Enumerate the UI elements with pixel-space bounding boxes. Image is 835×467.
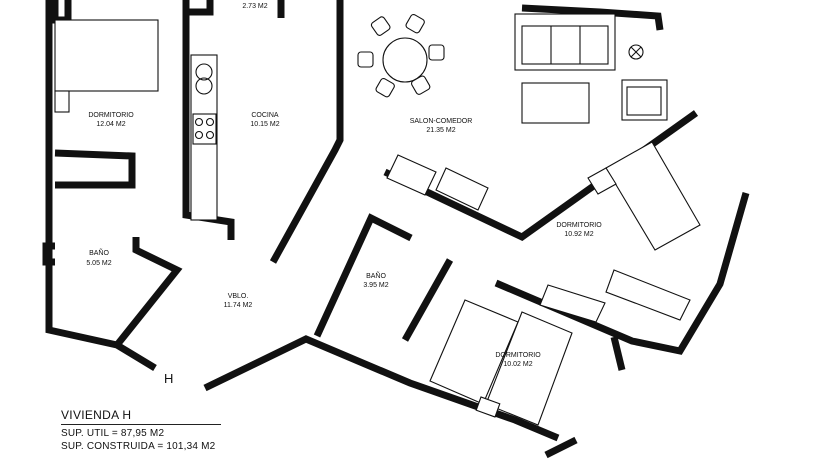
wardrobe-1 <box>539 284 606 323</box>
sofa <box>514 13 616 71</box>
legend-sup-util: SUP. UTIL = 87,95 M2 <box>61 428 165 439</box>
bano1-door-jamb <box>42 242 55 266</box>
chair-5 <box>375 77 395 98</box>
dormitorio1-name: DORMITORIO <box>88 112 134 119</box>
wardrobe-2 <box>605 269 691 321</box>
dining-table <box>382 37 428 83</box>
kitchen-right-wall <box>269 0 344 264</box>
bano2-area: 3.95 M2 <box>363 282 388 289</box>
right-wall-stub <box>610 336 626 371</box>
dormitorio2-name: DORMITORIO <box>556 222 602 229</box>
dormitorio3-area: 10.02 M2 <box>503 361 532 368</box>
top-wall-stub <box>51 0 72 24</box>
left-exterior-wall <box>45 0 157 371</box>
burner-4 <box>205 130 215 140</box>
nightstand-dormitorio2 <box>587 167 617 195</box>
cocina-name: COCINA <box>251 112 279 119</box>
plan-legend: VIVIENDA H SUP. UTIL = 87,95 M2 SUP. CON… <box>61 409 231 453</box>
salon-area: 21.35 M2 <box>426 127 455 134</box>
room-labels: 2.73 M2 DORMITORIO 12.04 M2 COCINA 10.15… <box>86 3 602 386</box>
vblo-area: 11.74 M2 <box>224 302 253 309</box>
dormitorio1-bottom-wall <box>54 149 136 189</box>
nightstand-dormitorio3 <box>475 396 501 418</box>
dormitorio2-lower-wall <box>494 192 750 355</box>
lamp-cross-2 <box>630 46 642 58</box>
sideboard-2 <box>435 167 489 211</box>
chair-2 <box>405 13 425 34</box>
burner-2 <box>205 117 215 127</box>
dormitorio1-area: 12.04 M2 <box>96 121 125 128</box>
legend-sup-construida: SUP. CONSTRUIDA = 101,34 M2 <box>61 441 216 452</box>
bano2-right-wall <box>401 258 454 342</box>
unit-letter: H <box>164 371 173 386</box>
chair-4 <box>410 75 431 95</box>
bano2-left-wall <box>313 213 413 338</box>
aseo-wall <box>186 0 214 16</box>
sink-bowl-2 <box>195 77 213 95</box>
floor-lamp <box>628 44 644 60</box>
nightstand-dormitorio1 <box>54 90 70 113</box>
bed-dormitorio1 <box>54 19 159 92</box>
sofa-seat <box>521 25 609 65</box>
coffee-table <box>521 82 590 124</box>
burner-1 <box>194 117 204 127</box>
bano1-name: BAÑO <box>89 248 109 257</box>
sideboard-1 <box>386 154 437 196</box>
burner-3 <box>194 130 204 140</box>
bed-dormitorio2 <box>605 141 701 251</box>
cocina-area: 10.15 M2 <box>250 121 279 128</box>
top-right-wall <box>521 4 664 31</box>
legend-title: VIVIENDA H <box>61 408 132 422</box>
sink-bowl-1 <box>195 63 213 81</box>
chair-1 <box>370 16 391 36</box>
aseo-area: 2.73 M2 <box>242 3 267 10</box>
cooktop <box>192 113 217 145</box>
armchair-seat <box>626 86 662 116</box>
furniture <box>54 13 701 426</box>
bano2-name: BAÑO <box>366 271 386 280</box>
legend-divider <box>61 424 221 425</box>
dormitorio3-name: DORMITORIO <box>495 352 541 359</box>
corridor-lower-wall <box>203 335 560 442</box>
salon-name: SALON-COMEDOR <box>410 118 473 125</box>
chair-3 <box>428 44 445 61</box>
bottom-right-wall <box>544 436 578 459</box>
bed-dormitorio3-b <box>485 311 573 426</box>
dormitorio2-area: 10.92 M2 <box>564 231 593 238</box>
bano1-right-wall <box>114 237 183 348</box>
chair-6 <box>357 51 374 68</box>
armchair <box>621 79 668 121</box>
bano1-area: 5.05 M2 <box>86 260 111 267</box>
vblo-name: VBLO. <box>228 293 249 300</box>
